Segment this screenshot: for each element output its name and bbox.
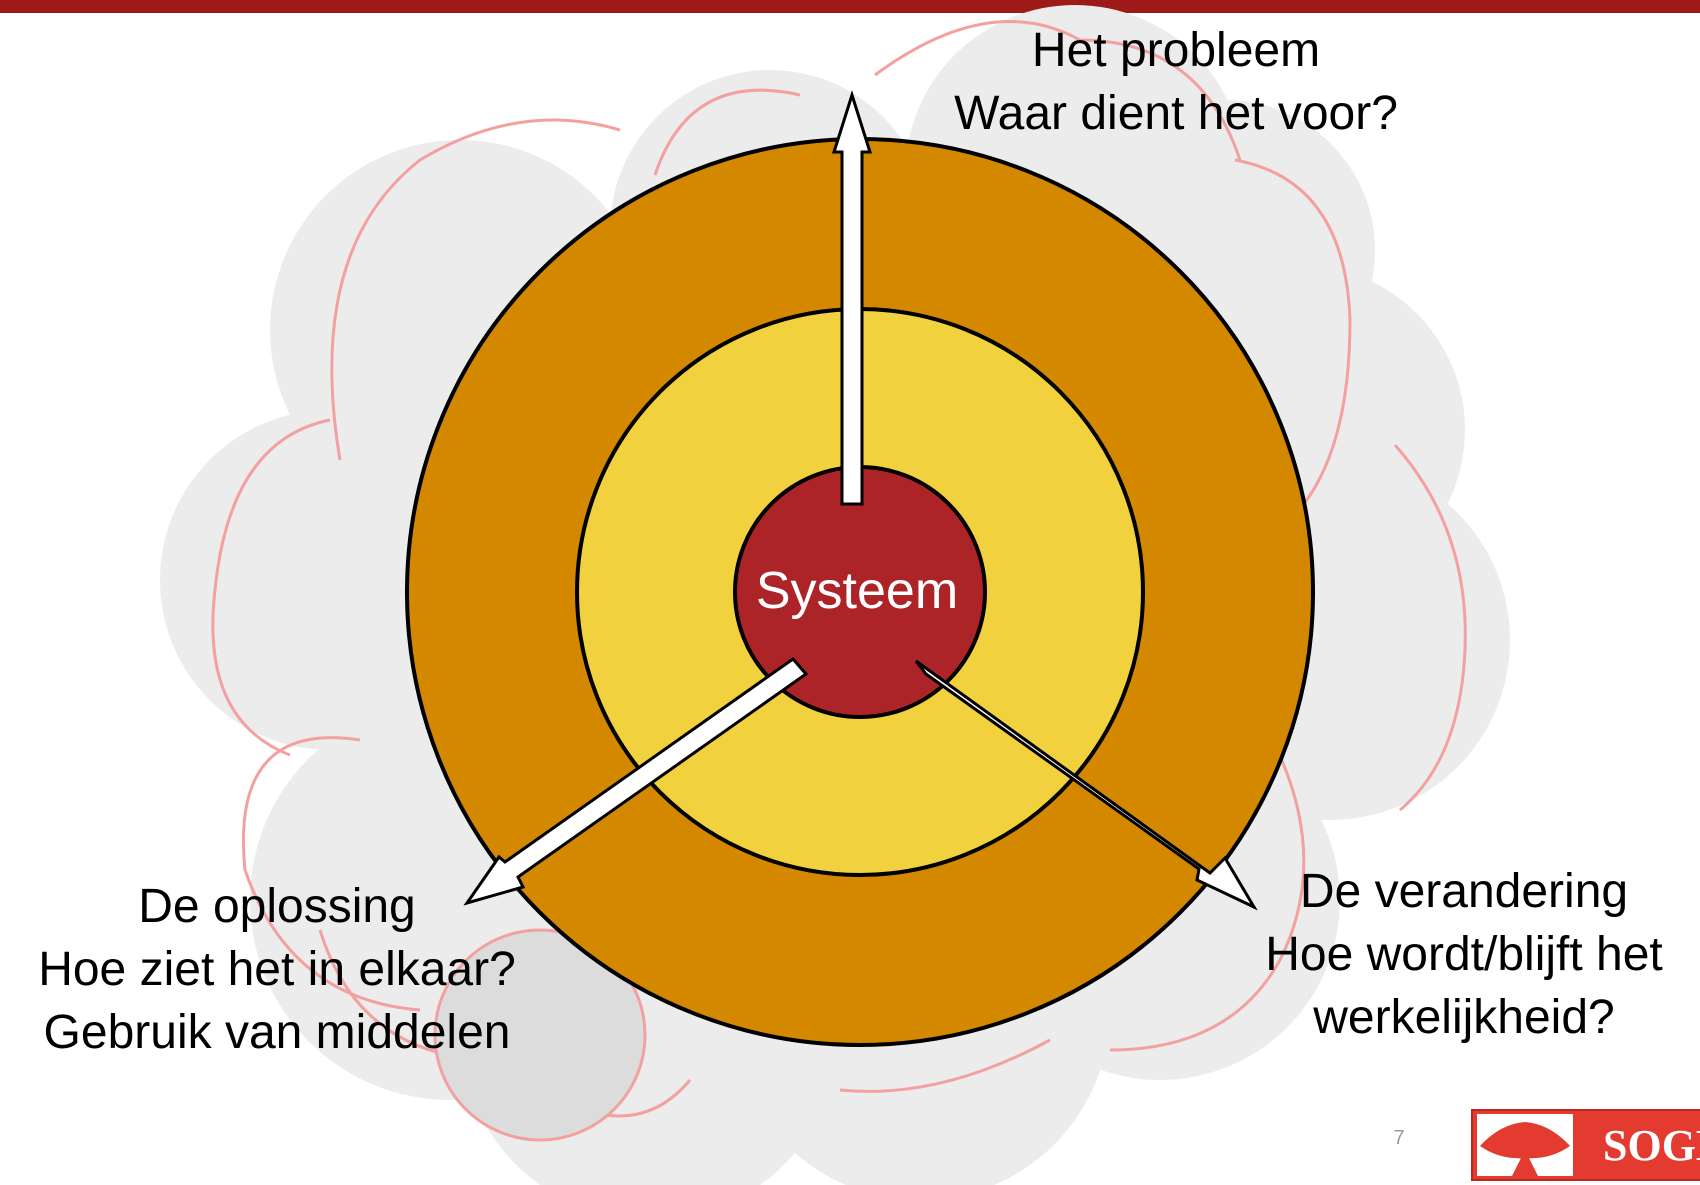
- left-label-title: De oplossing: [138, 880, 416, 933]
- top-label-question: Waar dient het voor?: [954, 87, 1398, 140]
- spade-icon: [1480, 1122, 1570, 1176]
- arrow-up: [831, 90, 873, 506]
- header-bar: [0, 0, 1700, 13]
- left-label-question: Hoe ziet het in elkaar?: [38, 943, 516, 996]
- arrow-down-right: [914, 659, 1258, 911]
- arrows: [463, 90, 1258, 911]
- company-logo: SOGE: [1471, 1109, 1700, 1181]
- logo-text: SOGE: [1603, 1121, 1700, 1170]
- right-label-title: De verandering: [1300, 865, 1628, 918]
- page-number: 7: [1393, 1127, 1404, 1149]
- arrow-down-left: [463, 656, 809, 906]
- center-label: Systeem: [756, 562, 958, 620]
- right-label-note: werkelijkheid?: [1312, 991, 1614, 1044]
- top-label-title: Het probleem: [1032, 24, 1320, 77]
- left-label-note: Gebruik van middelen: [44, 1006, 511, 1059]
- right-label-question: Hoe wordt/blijft het: [1265, 928, 1663, 981]
